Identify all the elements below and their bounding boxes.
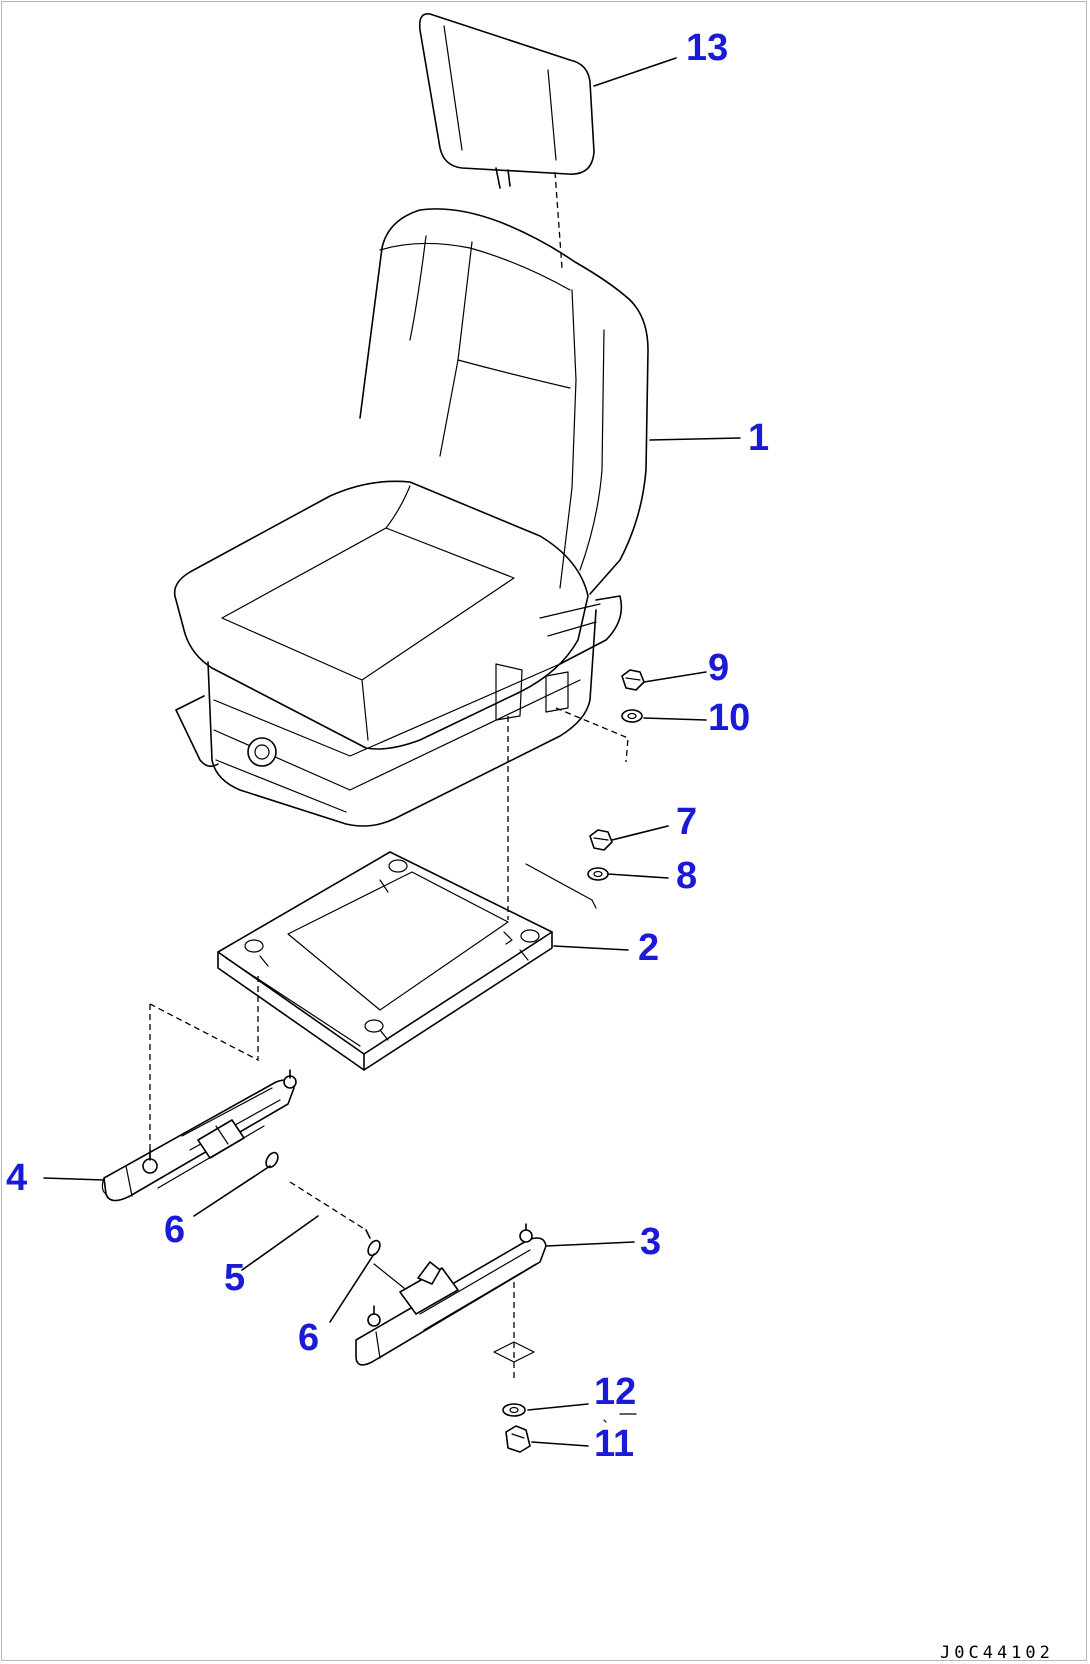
- rail-3-part: [355, 1223, 547, 1378]
- clip-6a-part: [265, 1151, 279, 1169]
- rail-4-part: [101, 1069, 297, 1202]
- clip-6b-part: [367, 1239, 381, 1257]
- washer-8-part: [587, 867, 609, 881]
- callout-2: 2: [638, 927, 659, 969]
- seat-part: [173, 208, 649, 920]
- callout-11: 11: [594, 1423, 634, 1465]
- callout-12: 12: [594, 1371, 636, 1413]
- washer-10-part: [621, 709, 643, 723]
- wire-5-part: [289, 1181, 371, 1239]
- spacer-plate-part: [493, 1341, 535, 1363]
- callout-4: 4: [6, 1157, 27, 1199]
- washer-12-part: [502, 1403, 526, 1417]
- callout-5: 5: [224, 1257, 245, 1299]
- stud-guide-line: [525, 863, 597, 909]
- callout-labels: 13 1 9 10 7 8 2 4 6 5 3 6 12 11: [6, 27, 769, 1465]
- leader-lines: [43, 57, 741, 1447]
- callout-1: 1: [748, 417, 769, 459]
- nut-7-part: [589, 829, 613, 851]
- callout-6b: 6: [298, 1317, 319, 1359]
- callout-3: 3: [640, 1221, 661, 1263]
- mounting-plate-part: [149, 851, 553, 1158]
- headrest-part: [418, 13, 595, 269]
- callout-8: 8: [676, 855, 697, 897]
- drawing-reference: J0C44102: [940, 1643, 1054, 1663]
- callout-7: 7: [676, 801, 697, 843]
- callout-6a: 6: [164, 1209, 185, 1251]
- nut-9-part: [621, 669, 645, 691]
- callout-9: 9: [708, 647, 729, 689]
- callout-10: 10: [708, 697, 750, 739]
- nut-11-part: [505, 1425, 531, 1453]
- callout-13: 13: [686, 27, 728, 69]
